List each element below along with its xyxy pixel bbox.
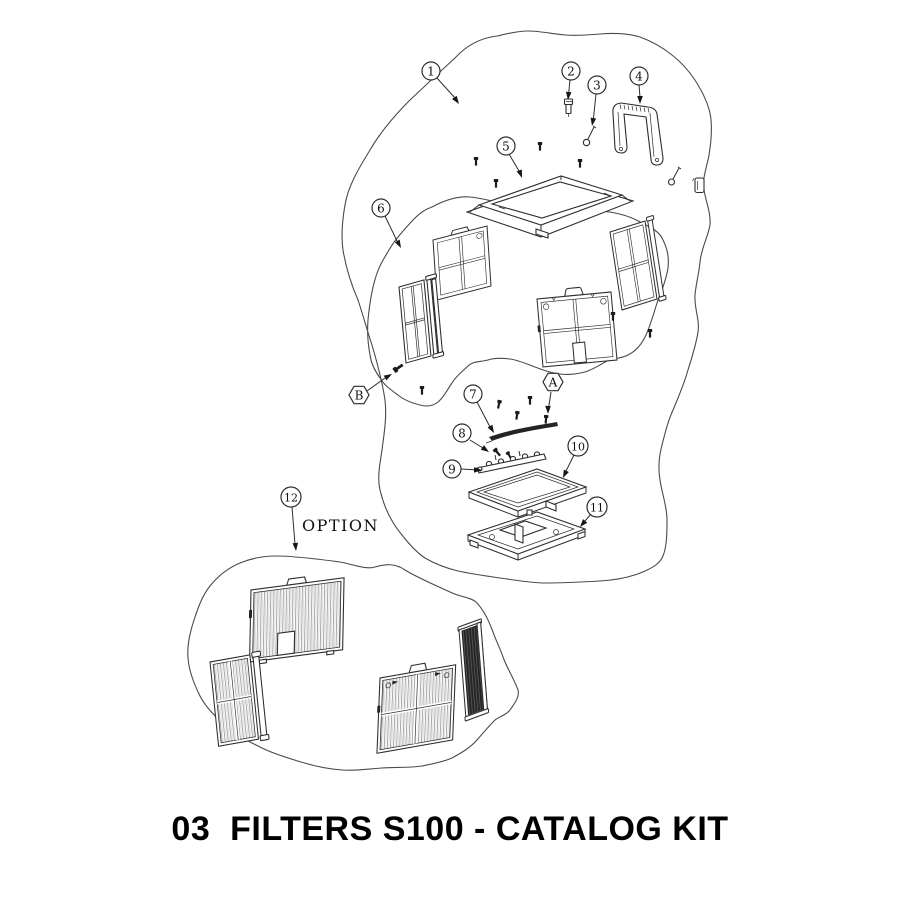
callout-10: 10 bbox=[563, 435, 589, 478]
callout-1-label: 1 bbox=[427, 65, 435, 79]
callout-3: 3 bbox=[587, 75, 607, 126]
callout-9-label: 9 bbox=[448, 463, 456, 477]
option-filter-bottom-right bbox=[376, 662, 457, 754]
callout-8: 8 bbox=[452, 423, 489, 452]
option-filter-left bbox=[209, 650, 270, 747]
option-blob-outline bbox=[187, 555, 519, 771]
callout-6-label: 6 bbox=[377, 202, 385, 216]
callout-3-label: 3 bbox=[593, 79, 601, 93]
part-handle-4 bbox=[612, 102, 664, 166]
callout-7: 7 bbox=[463, 384, 494, 433]
part-pin-small bbox=[667, 166, 682, 186]
callout-8-label: 8 bbox=[458, 427, 466, 441]
part-wiper-7 bbox=[485, 422, 558, 444]
page-title: 03 FILTERS S100 - CATALOG KIT bbox=[171, 810, 729, 848]
callout-A-label: A bbox=[548, 376, 558, 390]
part-frame-center bbox=[536, 286, 618, 368]
callout-1: 1 bbox=[421, 61, 459, 104]
option-filter-dark bbox=[457, 618, 490, 722]
callout-B: B bbox=[348, 374, 392, 405]
callout-4-label: 4 bbox=[635, 70, 643, 84]
part-frame-left-edge bbox=[398, 273, 445, 364]
callout-B-label: B bbox=[355, 389, 364, 403]
part-clip-small bbox=[692, 177, 705, 194]
callout-7-label: 7 bbox=[469, 388, 477, 402]
callout-2-label: 2 bbox=[567, 65, 575, 79]
part-clip-rail-9 bbox=[476, 450, 547, 474]
callout-2: 2 bbox=[561, 61, 581, 100]
part-frame-right bbox=[609, 215, 667, 311]
callout-11-label: 11 bbox=[590, 502, 604, 515]
callout-5: 5 bbox=[496, 136, 522, 178]
part-frame-upper-left bbox=[432, 225, 492, 301]
callout-11: 11 bbox=[580, 496, 608, 527]
filter-frames-cloud-outline bbox=[367, 196, 669, 407]
part-clip-2 bbox=[563, 98, 574, 117]
callout-12-label: 12 bbox=[284, 492, 298, 505]
part-bottom-tray-11 bbox=[466, 509, 587, 561]
callout-12: 12 bbox=[280, 486, 302, 551]
part-top-tray bbox=[465, 175, 635, 239]
part-gasket-frame-10 bbox=[467, 468, 588, 518]
option-label: OPTION bbox=[302, 516, 379, 535]
option-filter-large bbox=[248, 576, 345, 665]
part-pin-3 bbox=[582, 125, 597, 147]
main-assembly-outline bbox=[341, 30, 712, 584]
callout-4: 4 bbox=[629, 66, 649, 104]
callout-10-label: 10 bbox=[571, 441, 585, 454]
callout-A: A bbox=[542, 372, 564, 414]
callout-6: 6 bbox=[371, 198, 401, 248]
callout-9: 9 bbox=[442, 459, 482, 479]
callout-5-label: 5 bbox=[502, 140, 510, 154]
